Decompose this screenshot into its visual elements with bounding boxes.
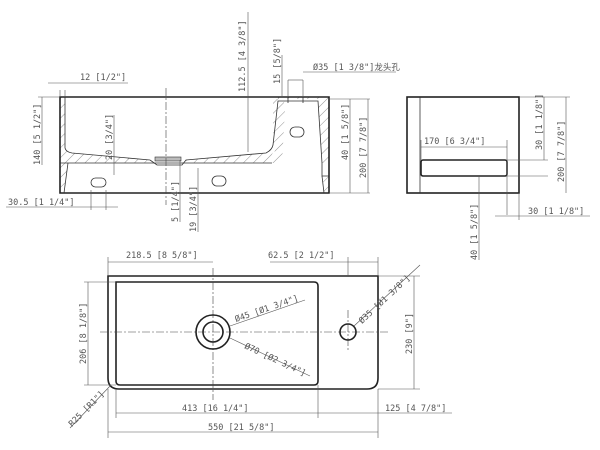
dim-mount-hole-offset: 30.5 [1 1/4"]: [8, 198, 75, 208]
dim-faucet-hole: Ø35 [1 3/8"]龙头孔: [313, 62, 400, 73]
section-view: 12 [1/2"] 112.5 [4 3/8"] 15 [5/8"] Ø35 […: [6, 12, 400, 232]
dim-wall-thickness: 12 [1/2"]: [80, 73, 126, 83]
dim-faucet-deck-step: 15 [5/8"]: [273, 38, 283, 84]
dim-drain-recess: 5 [1/4"]: [171, 181, 181, 222]
dim-corner-radius: R25 [R1"]: [67, 389, 107, 429]
plan-view: 218.5 [8 5/8"] 62.5 [2 1/2"] Ø35 [Ø1 3/8…: [67, 251, 452, 438]
dim-side-offset: 30 [1 1/8"]: [528, 207, 584, 217]
dim-top-to-slot: 30 [1 1/8"]: [535, 94, 545, 150]
dim-end-overall-height: 200 [7 7/8"]: [557, 121, 567, 182]
dim-overall-width: 230 [9"]: [405, 313, 415, 354]
dim-overall-length: 550 [21 5/8"]: [208, 423, 275, 433]
dim-bottom-thickness: 20 [3/4"]: [105, 114, 115, 160]
dim-deck-length: 125 [4 7/8"]: [385, 404, 446, 414]
dim-side-slot-height: 40 [1 5/8"]: [341, 104, 351, 160]
dim-slot-width: 170 [6 3/4"]: [424, 137, 485, 147]
dim-bowl-depth: 140 [5 1/2"]: [33, 104, 43, 165]
dim-bowl-length: 413 [16 1/4"]: [182, 404, 249, 414]
dim-bowl-width: 206 [8 1/8"]: [79, 303, 89, 364]
dim-depth-total: 112.5 [4 3/8"]: [238, 20, 248, 92]
dim-drain-inner: Ø45 [Ø1 3/4"]: [233, 293, 299, 325]
dim-base-thickness: 19 [3/4"]: [189, 186, 199, 232]
dim-drain-outer: Ø70 [Ø2 3/4"]: [243, 341, 308, 379]
dim-tap-center-from-right: 62.5 [2 1/2"]: [268, 251, 335, 261]
end-view: 170 [6 3/4"] 30 [1 1/8"] 200 [7 7/8"] 40…: [406, 94, 590, 260]
dim-overall-height: 200 [7 7/8"]: [359, 117, 369, 178]
dim-slot-to-bottom: 40 [1 5/8"]: [470, 204, 480, 260]
dim-drain-center-from-left: 218.5 [8 5/8"]: [126, 251, 198, 261]
